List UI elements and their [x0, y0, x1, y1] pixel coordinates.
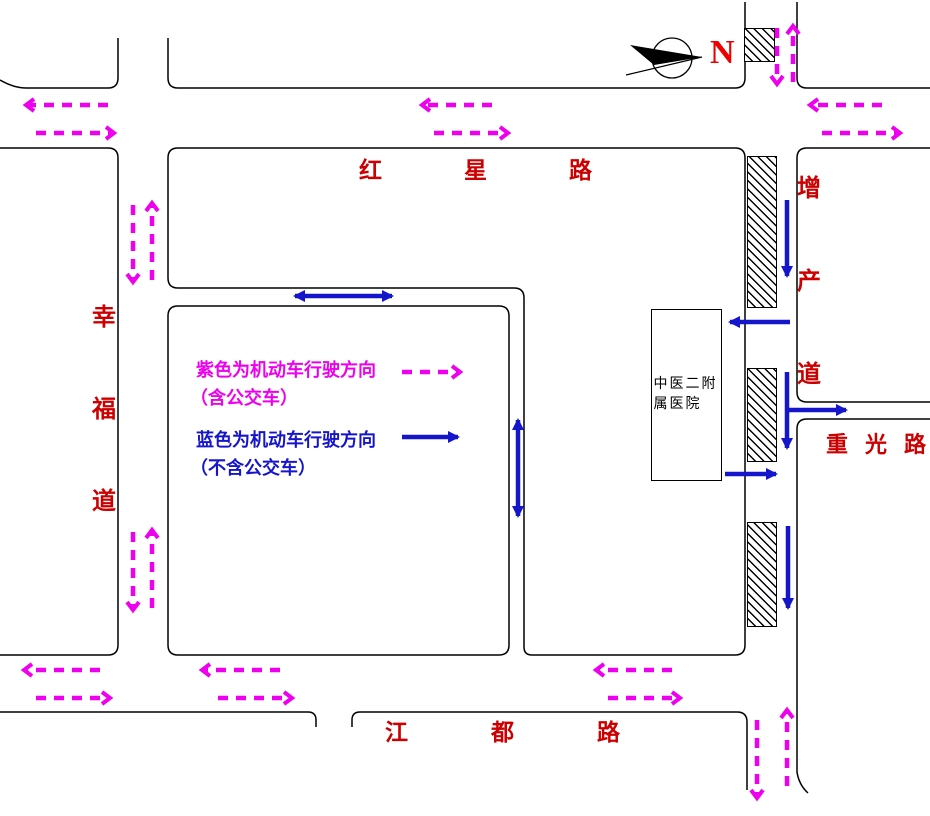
legend-car-text: 蓝色为机动车行驶方向	[196, 430, 376, 450]
block1-top-right-edge	[178, 147, 746, 656]
compass-tail	[625, 56, 703, 76]
legend-bus-subtext: （含公交车）	[190, 388, 298, 408]
block1-left-bottom-lane-edge	[167, 147, 533, 656]
hatched-strip-lower	[747, 522, 777, 627]
road-edge-top-east	[796, 2, 930, 89]
hatched-strip-upper	[747, 156, 777, 308]
hospital-block: 中医二附属医院	[651, 309, 722, 481]
road-label-hongxing: 红星路	[359, 157, 674, 183]
jiangdu-south-edge-east	[351, 711, 748, 790]
compass-needle-icon	[630, 45, 702, 65]
hatched-strip-north	[744, 28, 775, 62]
road-label-zengchan: 增产道	[797, 175, 821, 388]
legend-bus-text: 紫色为机动车行驶方向	[196, 360, 376, 380]
road-edge-top-middle	[167, 2, 746, 89]
east-road-edge-lower	[796, 418, 930, 794]
west-block-edge	[0, 147, 119, 656]
block2-outline	[167, 305, 510, 656]
hospital-label: 中医二附属医院	[653, 376, 718, 412]
road-edge-top-west	[0, 38, 119, 89]
road-label-jiangdu: 江都路	[385, 719, 703, 745]
road-label-xingfu: 幸福道	[92, 304, 116, 515]
compass-rose	[625, 37, 703, 79]
north-label: N	[710, 34, 735, 71]
jiangdu-south-edge-west	[0, 711, 317, 727]
road-label-chongguang: 重光路	[826, 432, 926, 457]
east-road-edge-upper	[796, 147, 930, 403]
legend-car-subtext: （不含公交车）	[190, 458, 316, 478]
hatched-strip-middle	[747, 368, 777, 462]
